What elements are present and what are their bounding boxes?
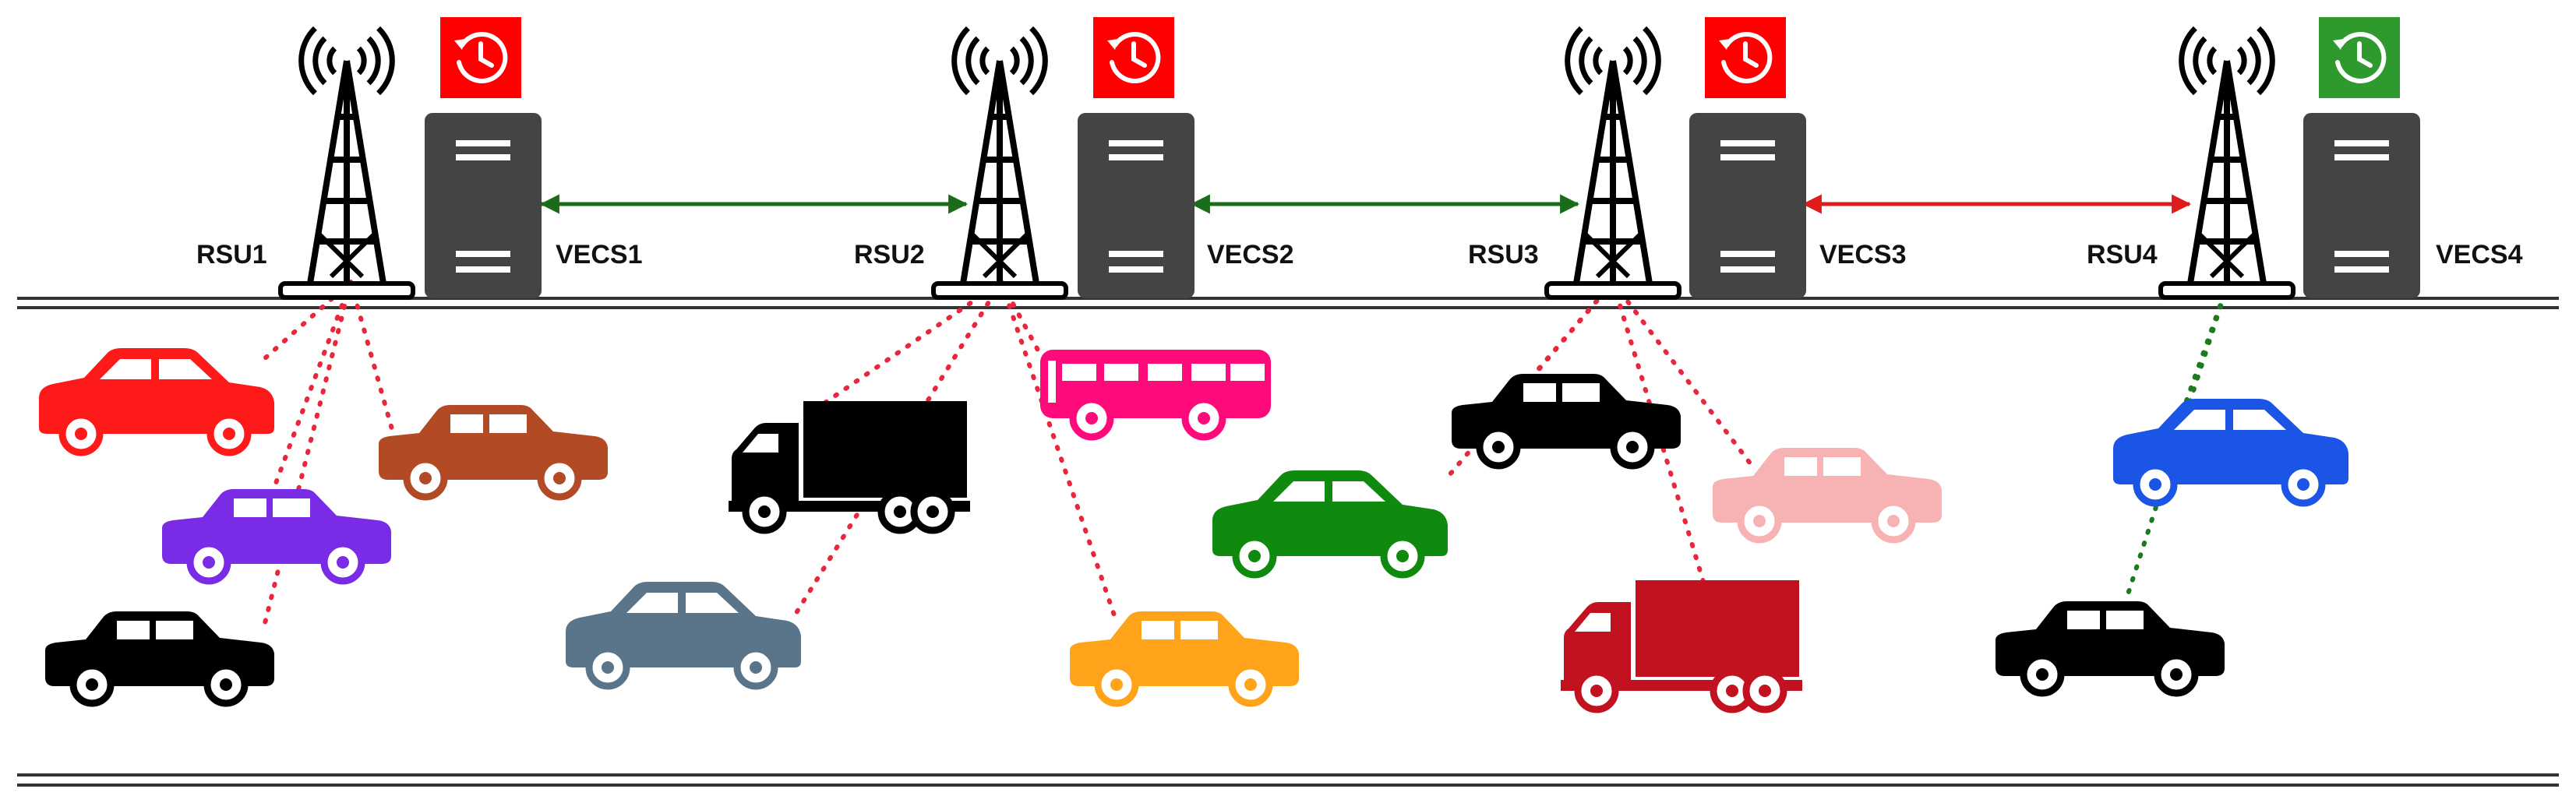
sedan-icon bbox=[162, 489, 391, 585]
station-3: RSU3 VECS3 bbox=[1468, 17, 1907, 300]
vehicle-link-dotted bbox=[348, 280, 396, 437]
vecs-label: VECS3 bbox=[1819, 240, 1907, 269]
rsu-tower-icon bbox=[931, 26, 1068, 300]
vecs-label: VECS1 bbox=[556, 240, 643, 269]
rsu-label: RSU3 bbox=[1468, 240, 1539, 269]
status-idle-clock-icon bbox=[2319, 17, 2400, 98]
truck-icon bbox=[1561, 580, 1802, 713]
status-busy-clock-icon bbox=[1093, 17, 1174, 98]
vehicles bbox=[39, 348, 2348, 713]
rsu-tower-icon bbox=[1544, 26, 1681, 300]
hatchback-icon bbox=[1212, 470, 1448, 579]
vehicle-link-dotted bbox=[792, 280, 1004, 618]
status-busy-clock-icon bbox=[440, 17, 521, 98]
sedan-icon bbox=[1452, 374, 1681, 470]
sedan-icon bbox=[1070, 611, 1299, 707]
rsu-tower-icon bbox=[2158, 26, 2295, 300]
road-bottom-edge bbox=[17, 773, 2559, 787]
stations: RSU1 VECS1 RSU2 VECS2 RSU3 VECS3 RSU4 VECS4 bbox=[196, 17, 2523, 300]
station-2: RSU2 VECS2 bbox=[854, 17, 1294, 300]
rsu-label: RSU1 bbox=[196, 240, 267, 269]
vehicle-link-dotted bbox=[1611, 280, 1756, 470]
hatchback-icon bbox=[566, 582, 801, 690]
hatchback-icon bbox=[2113, 399, 2348, 507]
sedan-icon bbox=[1713, 448, 1942, 544]
vecs-label: VECS2 bbox=[1207, 240, 1294, 269]
sedan-icon bbox=[1996, 601, 2225, 697]
vehicle-link-dotted bbox=[263, 280, 353, 515]
rsu-label: RSU2 bbox=[854, 240, 925, 269]
vecs-label: VECS4 bbox=[2436, 240, 2523, 269]
bus-icon bbox=[1040, 350, 1271, 441]
rsu-label: RSU4 bbox=[2087, 240, 2158, 269]
rsu-tower-icon bbox=[278, 26, 415, 300]
station-1: RSU1 VECS1 bbox=[196, 17, 643, 300]
vecs-server-icon bbox=[1689, 113, 1806, 298]
truck-icon bbox=[729, 401, 970, 534]
vecs-server-icon bbox=[425, 113, 542, 298]
hatchback-icon bbox=[39, 348, 274, 456]
station-4: RSU4 VECS4 bbox=[2087, 17, 2523, 300]
sedan-icon bbox=[45, 611, 274, 707]
vehicle-link-dotted bbox=[263, 280, 353, 625]
vehicle-link-dotted bbox=[999, 280, 1117, 618]
vehicle-link-dotted bbox=[808, 280, 1004, 415]
status-busy-clock-icon bbox=[1705, 17, 1786, 98]
vecs-server-icon bbox=[1078, 113, 1194, 298]
vecs-server-icon bbox=[2303, 113, 2420, 298]
sedan-icon bbox=[379, 405, 608, 501]
